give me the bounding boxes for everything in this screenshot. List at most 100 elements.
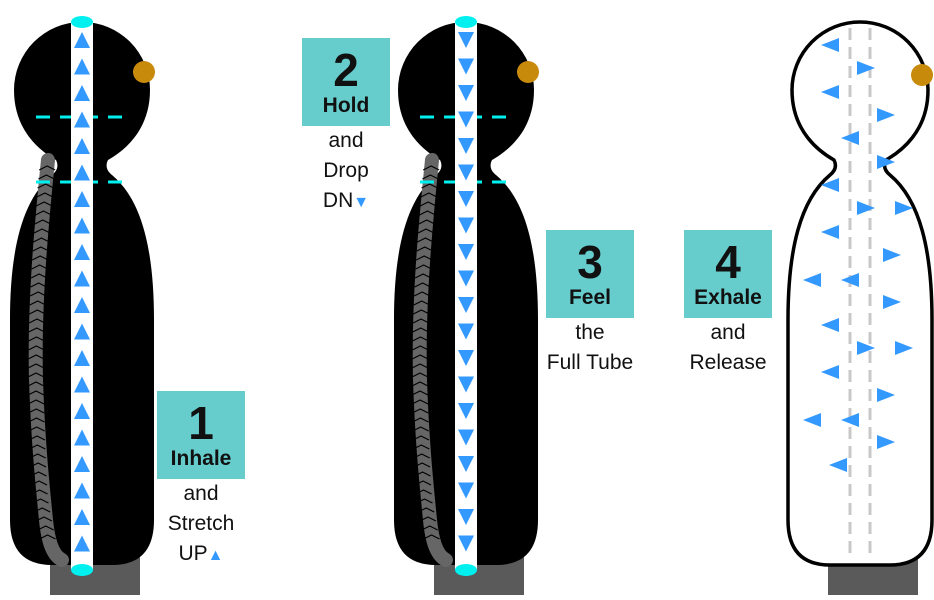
tube-cap-top [455,16,477,28]
breath-tube [71,22,93,570]
step-title: Exhale [694,286,762,309]
figure-up [10,16,155,595]
down-arrow-icon [458,85,474,101]
step-1: 1 Inhale and Stretch UP▲ [157,391,245,571]
vertebra [422,165,440,171]
up-arrow-icon [74,509,90,525]
down-arrow-icon [458,376,474,393]
step-text: UP▲ [127,539,275,571]
up-arrow-icon [74,535,90,552]
vertebra [35,201,53,207]
left-arrow-icon [803,413,821,427]
vertebra [27,381,45,387]
step-4: 4 Exhale and Release [684,230,772,378]
step-title: Hold [322,94,370,117]
down-arrow-icon [458,456,474,472]
right-arrow-icon [883,248,901,262]
step-text: Drop [323,159,369,182]
vertebra [421,525,438,531]
up-arrow-icon [74,85,90,101]
vertebra [29,453,46,459]
vertebra [412,417,429,423]
vertebra [31,264,48,270]
up-arrow-icon [74,323,90,340]
vertebra [419,210,436,216]
down-arrow-icon [458,32,474,48]
vertebra [36,192,54,198]
vertebra [413,309,430,315]
down-arrow-icon [458,244,474,260]
vertebra [29,444,46,450]
vertebra [33,507,51,513]
vertebra [415,255,433,261]
up-arrow-icon [74,376,90,393]
body-outline [786,20,934,567]
up-arrow-icon [74,429,90,446]
vertebra [419,516,437,522]
step-text: Full Tube [546,351,634,374]
up-arrow-icon [74,270,90,287]
vertebra [29,300,47,306]
vertebra [35,516,53,522]
step-text: DN▼ [272,186,420,218]
vertebra [411,354,429,360]
step-title: Feel [568,286,612,309]
step-text: Release [689,351,767,374]
vertebra [412,435,430,441]
vertebra [28,408,45,414]
down-arrow-icon [458,111,474,128]
step-1-box: 1 Inhale [157,391,245,479]
up-arrow-icon [74,138,90,154]
right-arrow-icon [895,201,913,215]
up-arrow-icon [74,191,90,207]
vertebra [28,435,46,441]
vertebra [413,291,431,297]
figure-down [394,16,539,595]
vertebra [411,399,429,405]
vertebra [28,327,46,333]
vertebra [411,381,429,387]
up-arrow-icon [74,217,90,234]
step-title: Inhale [170,447,232,470]
vertebra [413,444,430,450]
vertebra [411,372,429,378]
up-arrow-icon [74,456,90,472]
vertebra [30,282,47,288]
down-arrow-icon [458,58,474,75]
step-3-box: 3 Feel [546,230,634,318]
up-arrow-icon [74,403,90,419]
vertebra [412,408,429,414]
vertebra [413,300,431,306]
right-arrow-icon [877,155,895,169]
step-text: and [183,482,219,505]
vertebra [418,219,436,225]
tube-cap-bottom [71,564,93,576]
vertebra [416,498,433,504]
vertebra [30,480,48,486]
vertebra [414,282,431,288]
vertebra [414,480,432,486]
left-arrow-icon [821,85,839,99]
tube-cap-bottom [455,564,477,576]
down-arrow-icon: ▼ [353,194,370,211]
up-arrow-icon [74,32,90,48]
vertebra [416,246,434,252]
vertebra [28,336,45,342]
vertebra [27,399,45,405]
vertebra [39,534,56,540]
step-text: and [710,321,746,344]
right-arrow-icon [857,61,875,75]
up-arrow-icon: ▲ [207,547,224,564]
vertebra [417,507,435,513]
down-arrow-icon [458,482,474,499]
vertebra [413,453,430,459]
step-number: 4 [715,236,741,288]
vertebra [32,246,50,252]
vertebra [34,219,52,225]
vertebra [417,237,434,243]
vertebra [422,174,439,180]
down-arrow-icon [458,350,474,366]
up-arrow-icon [74,297,90,313]
step-text-word: DN [322,189,354,212]
